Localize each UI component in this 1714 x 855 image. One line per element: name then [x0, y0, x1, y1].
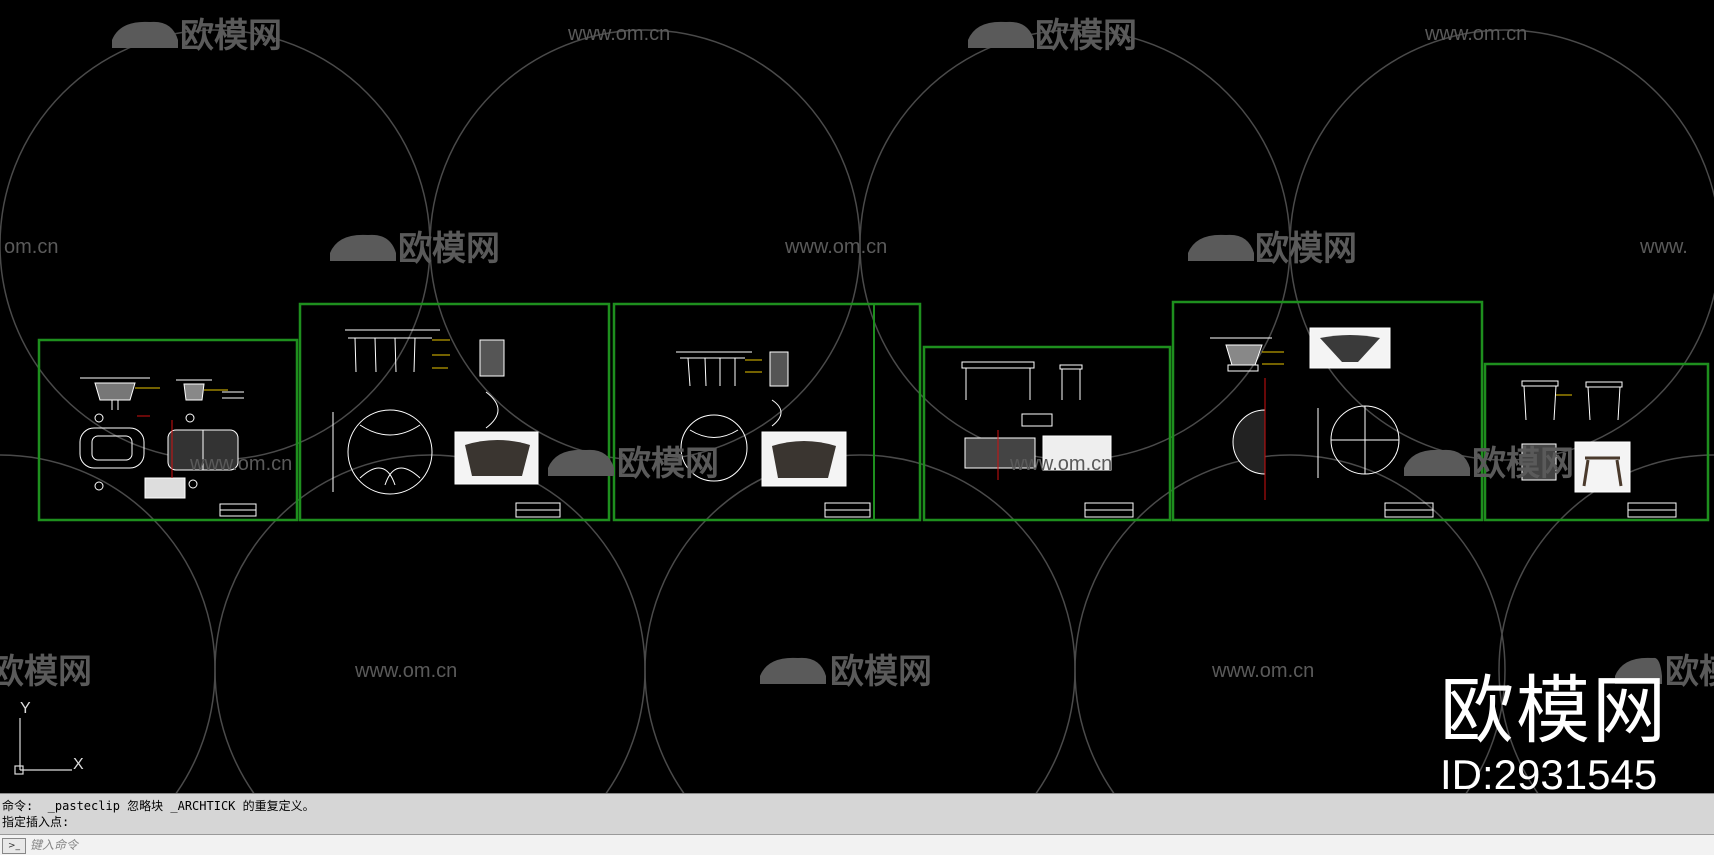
watermark-brand: 欧模网 — [1035, 17, 1137, 55]
drawing-canvas[interactable]: 欧模网 www.om.cn 欧模网 www.om.cn om.cn 欧模网 ww… — [0, 0, 1714, 793]
watermark-brand: 欧模网 — [180, 17, 282, 55]
command-line-icon[interactable]: >_ — [2, 838, 26, 854]
watermark-url: www.om.cn — [1211, 660, 1314, 682]
command-input-bar[interactable]: >_ — [0, 834, 1714, 855]
watermark-url: www.om.cn — [189, 453, 292, 475]
drawing-sheet-2[interactable] — [298, 302, 611, 522]
drawing-sheet-6[interactable] — [1483, 362, 1710, 522]
watermark-brand: 欧模网 — [0, 653, 92, 691]
watermark-brand: 欧模网 — [1665, 653, 1714, 691]
watermark-url: www.om.cn — [354, 660, 457, 682]
command-history-line-2: 指定插入点: — [2, 815, 70, 829]
watermark-url-partial-right: www. — [1639, 236, 1688, 258]
command-window[interactable]: 命令: _pasteclip 忽略块 _ARCHTICK 的重复定义。 指定插入… — [0, 793, 1714, 855]
watermark-url: www.om.cn — [784, 236, 887, 258]
watermark-url: www.om.cn — [1009, 453, 1112, 475]
watermark-brand: 欧模网 — [398, 230, 500, 268]
ucs-axis-icon — [14, 718, 72, 775]
command-input[interactable] — [30, 836, 1530, 853]
drawing-sheet-5[interactable] — [1171, 300, 1484, 522]
watermark-url-partial: om.cn — [4, 236, 58, 258]
watermark-brand: 欧模网 — [1255, 230, 1357, 268]
watermark-brand: 欧模网 — [617, 445, 719, 483]
watermark-brand: 欧模网 — [1472, 445, 1574, 483]
ucs-y-label: Y — [20, 700, 31, 717]
brand-overlay: 欧模网 ID:2931545 — [1440, 669, 1668, 794]
model-id: ID:2931545 — [1440, 751, 1658, 794]
drawing-sheet-4[interactable] — [922, 345, 1172, 522]
watermark-url: www.om.cn — [567, 23, 670, 45]
command-history-line-1: 命令: _pasteclip 忽略块 _ARCHTICK 的重复定义。 — [2, 799, 315, 813]
cad-model-space[interactable]: 欧模网 www.om.cn 欧模网 www.om.cn om.cn 欧模网 ww… — [0, 0, 1714, 793]
brand-name: 欧模网 — [1440, 669, 1668, 752]
watermark-url: www.om.cn — [1424, 23, 1527, 45]
watermark-layer: 欧模网 www.om.cn 欧模网 www.om.cn om.cn 欧模网 ww… — [0, 17, 1714, 691]
drawing-sheet-1[interactable] — [37, 338, 299, 522]
watermark-logo-icons — [112, 21, 1662, 684]
watermark-brand: 欧模网 — [830, 653, 932, 691]
drawing-sheet-3[interactable] — [612, 302, 922, 522]
ucs-x-label: X — [73, 756, 84, 773]
